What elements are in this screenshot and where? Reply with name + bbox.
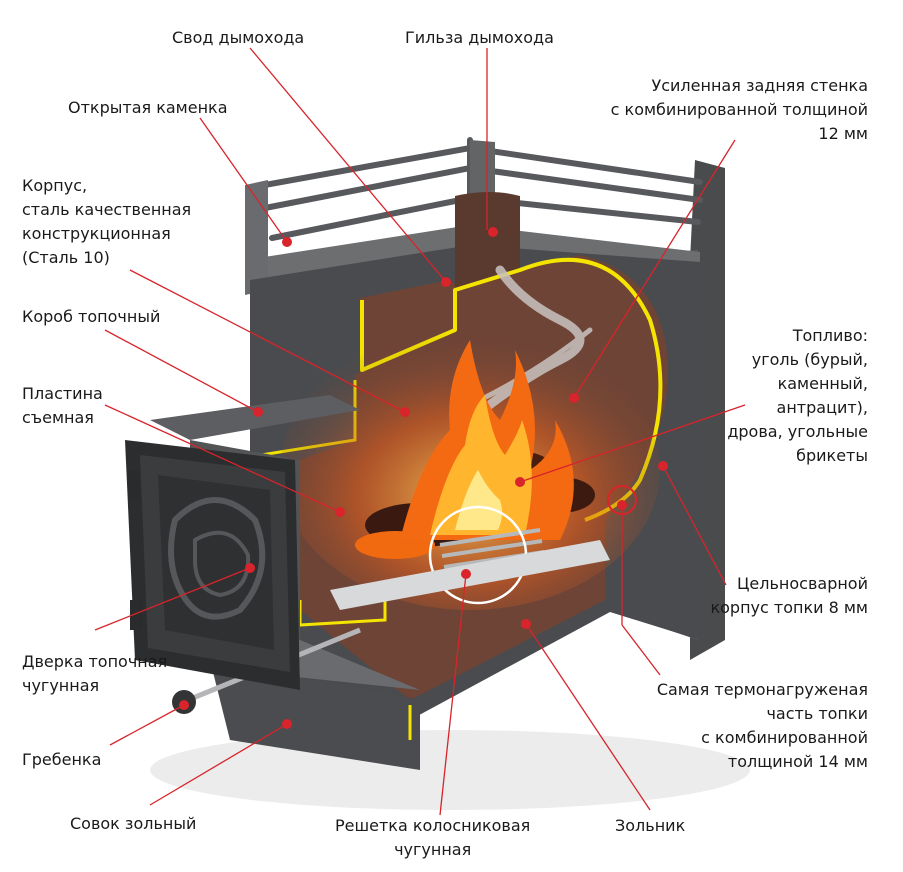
label-zolnik: Зольник <box>615 816 686 835</box>
kamenka-top-plate <box>245 225 700 280</box>
flames <box>400 340 574 540</box>
label-kamenka: Открытая каменка <box>68 98 228 117</box>
ash-pan-body <box>210 660 420 770</box>
label-svarnoy: Цельносварной корпус топки 8 мм <box>710 574 868 617</box>
label-termo: Самая термонагруженая часть топки с комб… <box>656 680 868 771</box>
label-sovok: Совок зольный <box>70 814 197 833</box>
label-toplivo: Топливо: уголь (бурый, каменный, антраци… <box>727 326 868 465</box>
label-svod: Свод дымохода <box>172 28 305 47</box>
kamenka-left-post <box>245 180 268 295</box>
firebox-box-top <box>150 395 360 440</box>
label-korpus: Корпус, сталь качественная конструкционн… <box>22 176 192 267</box>
label-dverka: Дверка топочная чугунная <box>22 652 168 695</box>
hot-zone-ring <box>607 485 637 515</box>
leader-dots <box>179 227 668 729</box>
label-plastina: Пластина съемная <box>22 384 103 427</box>
label-korob: Короб топочный <box>22 307 161 326</box>
label-grebenka: Гребенка <box>22 750 102 769</box>
smoke <box>465 265 593 425</box>
leader-lines <box>94 47 746 816</box>
label-gilza: Гильза дымохода <box>405 28 554 47</box>
label-stenka: Усиленная задняя стенка с комбинированно… <box>610 76 868 143</box>
flue-cavity <box>455 192 520 290</box>
label-reshetka: Решетка колосниковая чугунная <box>335 816 531 859</box>
firebox-door <box>125 440 300 690</box>
